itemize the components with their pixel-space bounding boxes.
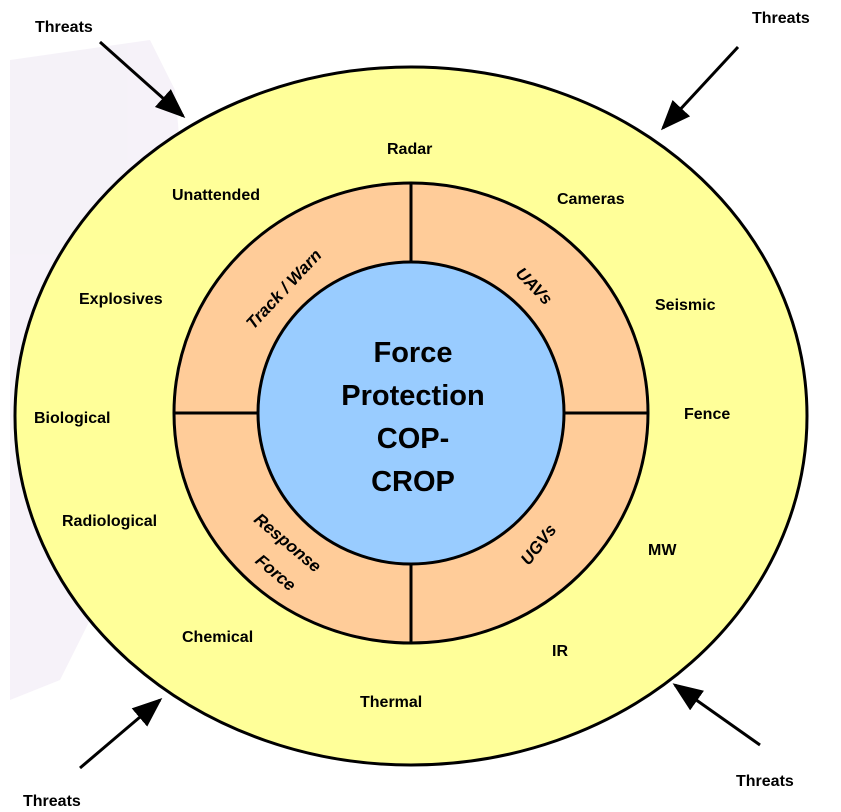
sensor-label-thermal: Thermal: [360, 694, 422, 711]
threat-label-bottom-left: Threats: [23, 793, 81, 810]
sensor-label-cameras: Cameras: [557, 191, 625, 208]
threat-label-top-right: Threats: [752, 10, 810, 27]
sensor-label-fence: Fence: [684, 406, 730, 423]
threat-arrow-bottom-left: [79, 698, 163, 770]
threat-label-bottom-right: Threats: [736, 773, 794, 790]
core-title-line4: CROP: [371, 466, 455, 498]
sensor-label-seismic: Seismic: [655, 297, 716, 314]
core-title-line3: COP-: [377, 423, 450, 455]
threat-arrow-top-right: [660, 45, 740, 131]
core-title-line2: Protection: [341, 380, 484, 412]
sensor-label-unattended: Unattended: [172, 187, 260, 204]
threat-label-top-left: Threats: [35, 19, 93, 36]
threat-arrow-bottom-right: [672, 683, 761, 747]
sensor-label-biological: Biological: [34, 410, 110, 427]
core-circle: [256, 260, 566, 566]
sensor-label-mw: MW: [648, 542, 677, 559]
sensor-label-chemical: Chemical: [182, 629, 253, 646]
sensor-label-explosives: Explosives: [79, 291, 163, 308]
sensor-label-radar: Radar: [387, 141, 432, 158]
core-title-line1: Force: [374, 337, 453, 369]
sensor-label-radiological: Radiological: [62, 513, 157, 530]
threat-arrow-top-left: [99, 40, 186, 118]
sensor-label-ir: IR: [552, 643, 568, 660]
